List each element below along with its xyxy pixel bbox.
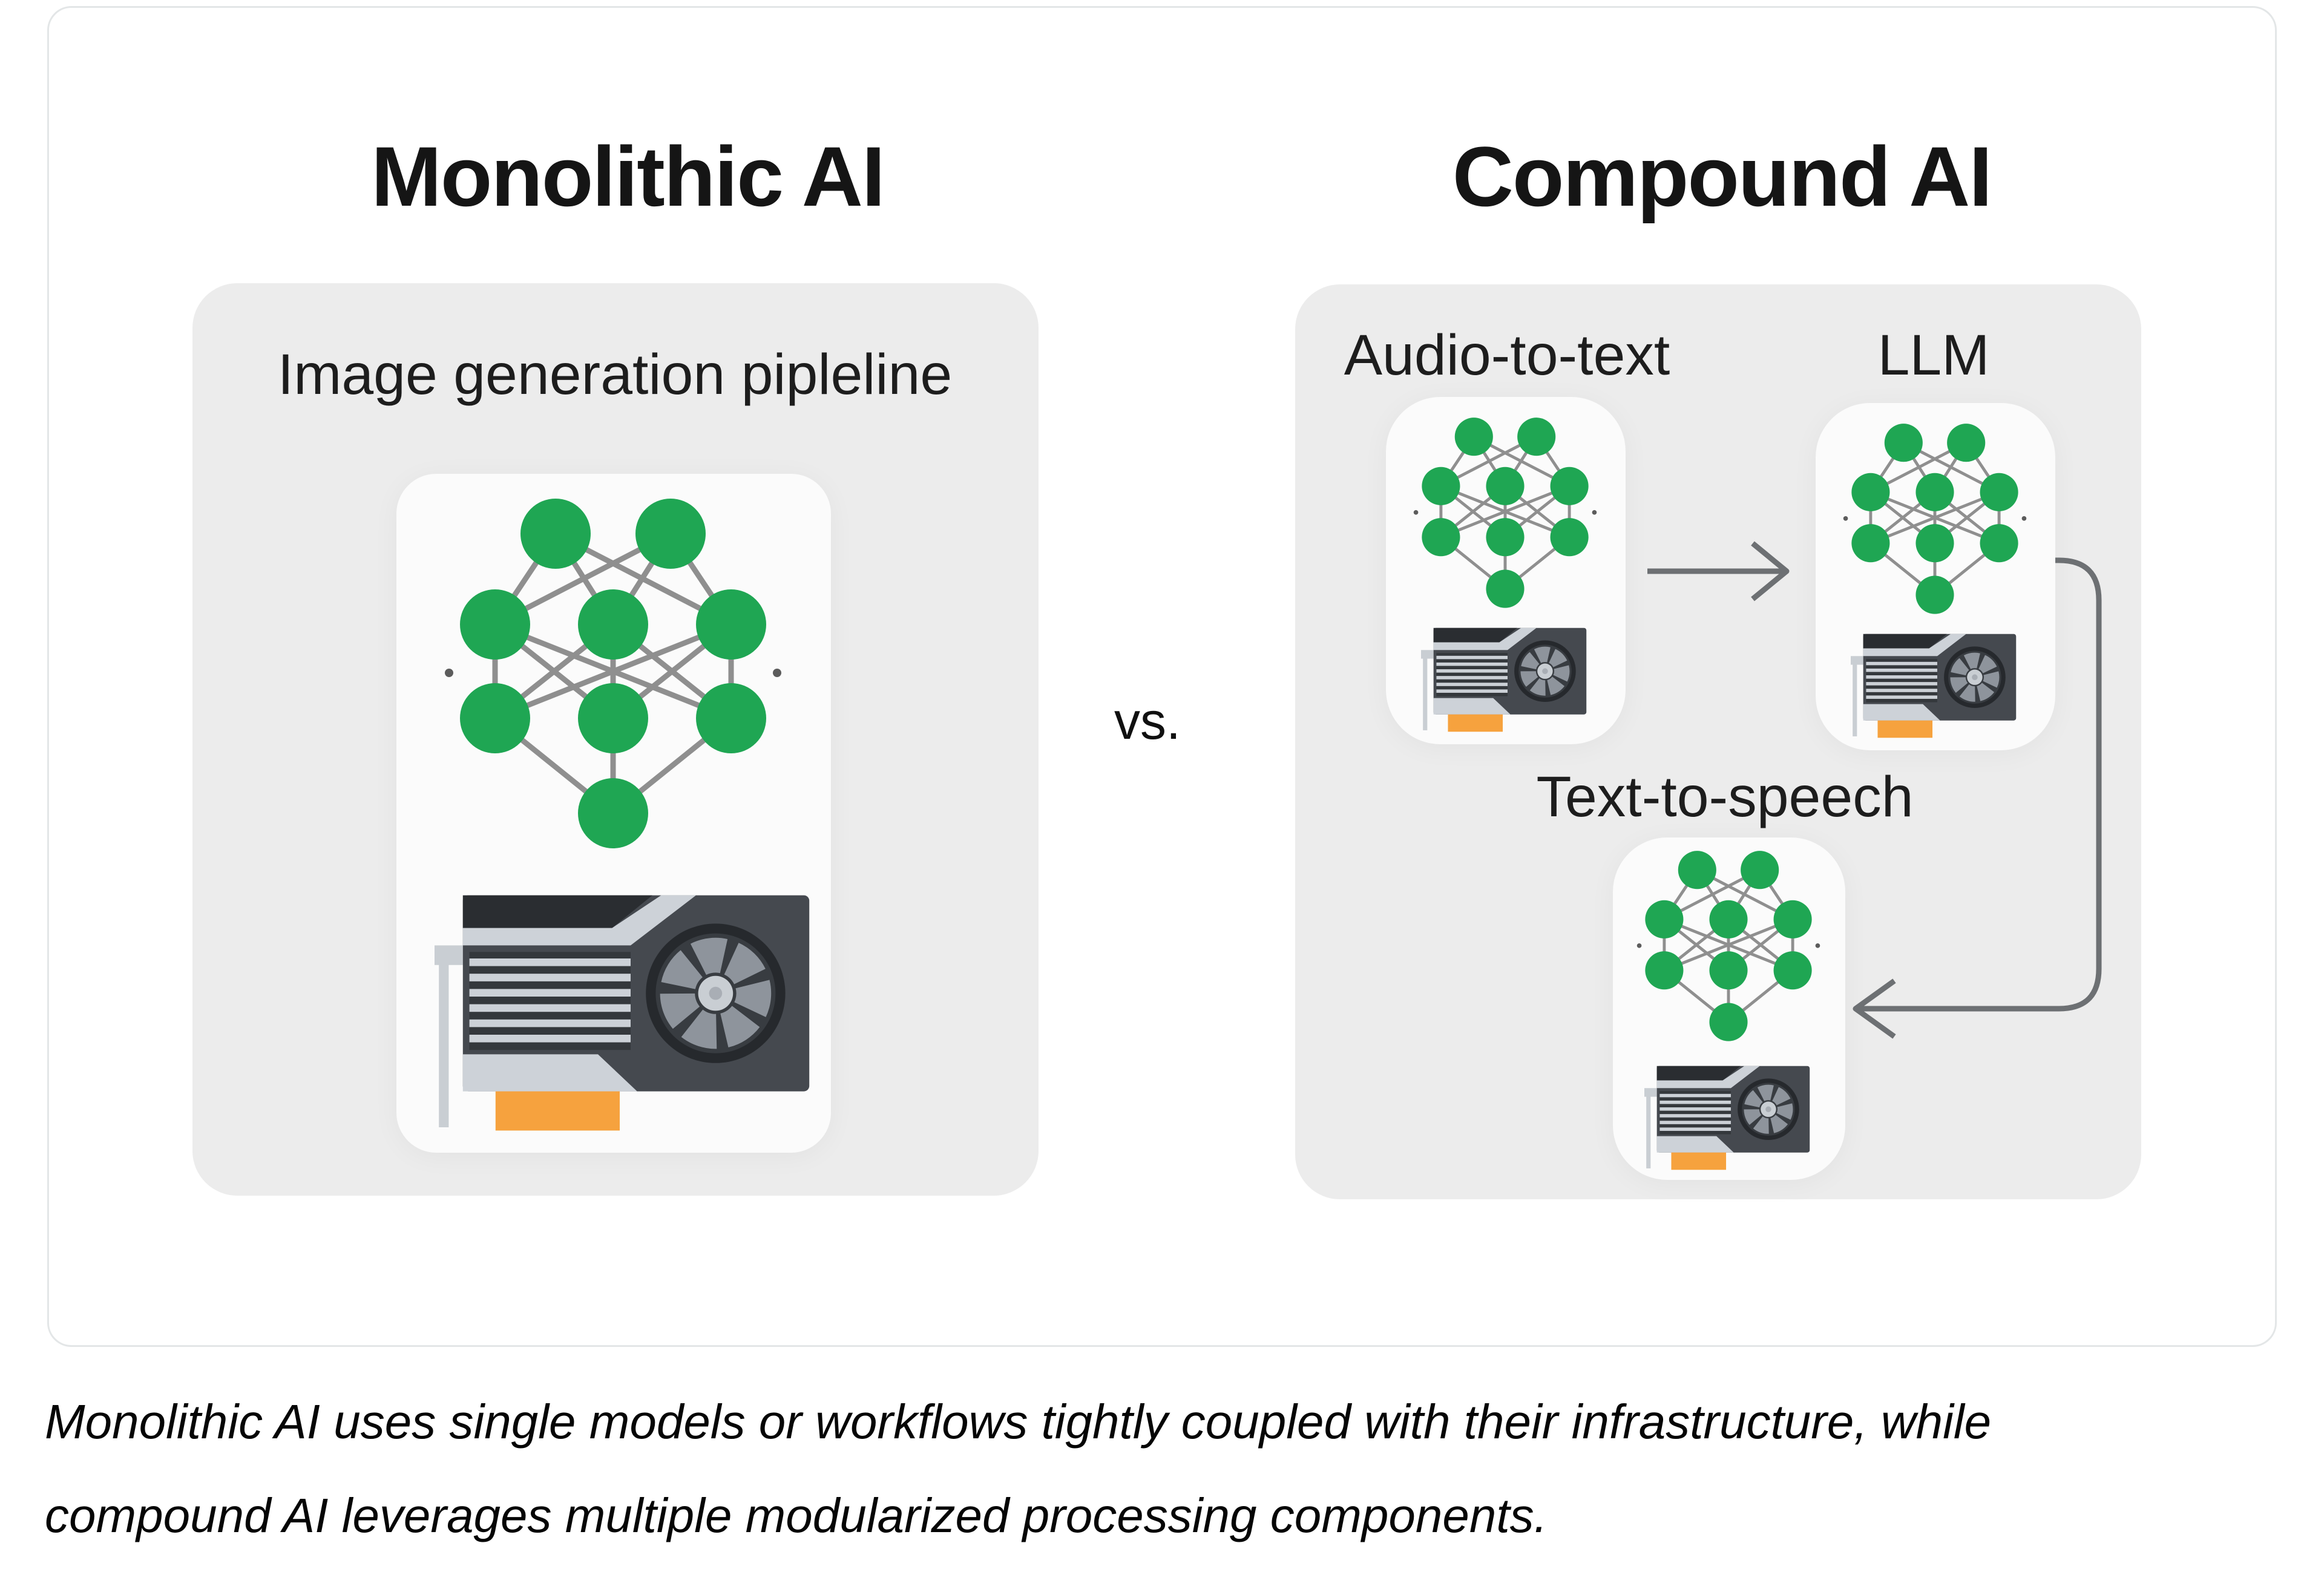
neural-network-icon (1636, 850, 1821, 1044)
figure-caption-line-2: compound AI leverages multiple modulariz… (45, 1489, 1548, 1542)
neural-network-icon (443, 496, 783, 853)
llm-label: LLM (1877, 323, 1990, 387)
monolithic-title: Monolithic AI (371, 129, 885, 224)
compound-title: Compound AI (1452, 129, 1992, 224)
neural-network-icon (1413, 416, 1598, 611)
neural-network-icon (1842, 422, 2027, 617)
gpu-icon (1421, 622, 1589, 738)
image-generation-pipeline-label: Image generation pipleline (277, 342, 953, 407)
figure-caption-line-1: Monolithic AI uses single models or work… (45, 1395, 1992, 1449)
gpu-icon (435, 882, 816, 1144)
audio-to-text-label: Audio-to-text (1344, 323, 1670, 387)
gpu-icon (1644, 1060, 1813, 1176)
vs-label: vs. (1114, 692, 1181, 750)
gpu-icon (1851, 628, 2019, 744)
text-to-speech-label: Text-to-speech (1536, 765, 1914, 829)
